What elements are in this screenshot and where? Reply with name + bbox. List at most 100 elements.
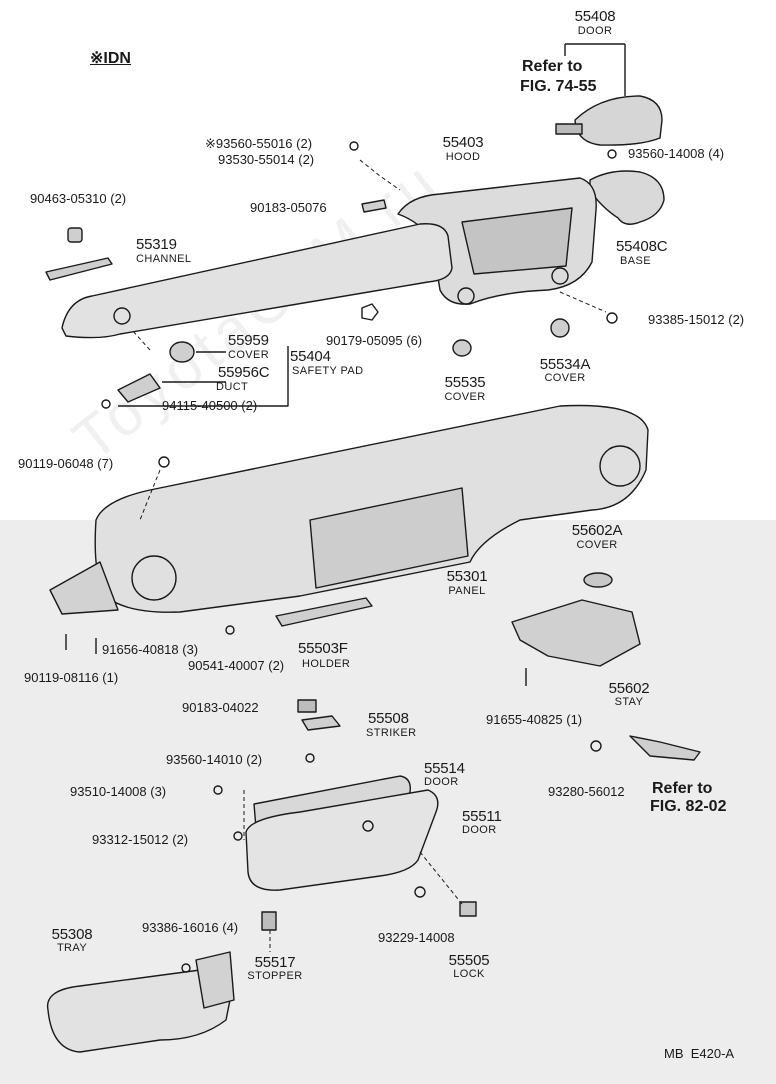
screw-93229-part bbox=[414, 886, 426, 898]
leader-55404-bracket bbox=[118, 346, 289, 407]
part-55535-name: COVER bbox=[444, 391, 486, 403]
cover-55535-part bbox=[452, 339, 472, 357]
stopper-55517-part bbox=[261, 911, 277, 931]
part-55408c-number: 55408C bbox=[616, 238, 668, 255]
refer-fig-82-02-line2: FIG. 82-02 bbox=[650, 798, 727, 815]
striker-55508-part bbox=[301, 715, 341, 731]
lock-55505-part bbox=[459, 901, 477, 917]
leader-dash-lock bbox=[419, 851, 463, 905]
hood-55403-vent-right bbox=[551, 267, 569, 285]
channel-55319-part bbox=[45, 257, 113, 281]
part-55503f-number: 55503F bbox=[298, 640, 348, 657]
clip-94115-part bbox=[101, 399, 111, 409]
part-55308-number: 55308 bbox=[51, 926, 93, 943]
holder-55503f-part bbox=[275, 597, 373, 627]
fastener-93280-56012: 93280-56012 bbox=[548, 784, 625, 799]
screw-93510-part bbox=[213, 785, 223, 795]
refer-fig-74-55-line1: Refer to bbox=[522, 58, 583, 75]
screw-93312-part bbox=[233, 831, 243, 841]
part-55408c-name: BASE bbox=[620, 255, 651, 267]
glovebox-55511-lock-hole bbox=[362, 820, 374, 832]
fastener-90463-05310: 90463-05310 (2) bbox=[30, 191, 127, 206]
part-55602-name: STAY bbox=[614, 696, 644, 708]
fastener-93385-15012: 93385-15012 (2) bbox=[648, 312, 745, 327]
leader-dash-stay bbox=[559, 291, 607, 313]
screw-93280-part bbox=[590, 740, 602, 752]
part-55517-number: 55517 bbox=[254, 954, 296, 971]
base-55408c-part bbox=[589, 170, 665, 225]
part-55301-name: PANEL bbox=[448, 585, 486, 597]
door-55408-insert bbox=[555, 123, 583, 135]
part-55535-number: 55535 bbox=[444, 374, 486, 391]
part-55602a-number: 55602A bbox=[571, 522, 623, 539]
part-55517-name: STOPPER bbox=[247, 970, 303, 982]
cover-55959-part bbox=[169, 341, 195, 363]
refer-fig-74-55-line2: FIG. 74-55 bbox=[520, 78, 597, 95]
part-55319-number: 55319 bbox=[136, 236, 177, 253]
part-55508-name: STRIKER bbox=[366, 727, 417, 739]
cover-55534a-part bbox=[550, 318, 570, 338]
part-55503f-name: HOLDER bbox=[302, 658, 351, 670]
part-55404-number: 55404 bbox=[290, 348, 331, 365]
screw-93386-part bbox=[181, 963, 191, 973]
part-55959-name: COVER bbox=[228, 349, 270, 361]
leader-dash-panel bbox=[139, 469, 161, 521]
part-55408-name: DOOR bbox=[577, 25, 613, 37]
part-55534a-number: 55534A bbox=[539, 356, 591, 373]
safety-pad-55404-vent bbox=[113, 307, 131, 325]
screw-93560-55016-part bbox=[349, 141, 359, 151]
screw-93385-part bbox=[606, 312, 618, 324]
part-55403-name: HOOD bbox=[445, 151, 481, 163]
fastener-93386-16016: 93386-16016 (4) bbox=[142, 920, 239, 935]
fastener-90183-05076: 90183-05076 bbox=[250, 200, 327, 215]
glovebox-door-55511-part bbox=[245, 789, 439, 891]
hood-55403-opening bbox=[461, 207, 573, 275]
screw-93560-14010-part bbox=[305, 753, 315, 763]
hood-55403-vent-left bbox=[457, 287, 475, 305]
tray-55308-stay bbox=[195, 951, 235, 1009]
fastener-94115-40500: 94115-40500 (2) bbox=[162, 398, 258, 413]
part-55404-name: SAFETY PAD bbox=[292, 365, 364, 377]
fastener-93229-14008: 93229-14008 bbox=[378, 930, 455, 945]
fastener-90119-08116: 90119-08116 (1) bbox=[24, 670, 119, 685]
door-55408-part bbox=[574, 95, 663, 146]
part-55319-name: CHANNEL bbox=[136, 253, 192, 265]
duct-55956c-part bbox=[117, 373, 161, 403]
part-55514-name: DOOR bbox=[424, 776, 459, 788]
fastener-90119-06048: 90119-06048 (7) bbox=[18, 456, 114, 471]
screw-90541-part bbox=[225, 625, 235, 635]
part-55534a-name: COVER bbox=[544, 372, 586, 384]
part-55408-number: 55408 bbox=[574, 8, 616, 25]
part-55602-number: 55602 bbox=[608, 680, 650, 697]
refer-fig-82-02-line1: Refer to bbox=[652, 780, 713, 797]
panel-55301-vent-right bbox=[599, 445, 641, 487]
bracket-fig82-part bbox=[629, 735, 701, 761]
figure-code: MB E420-A bbox=[664, 1046, 735, 1061]
fastener-91656-40818: 91656-40818 (3) bbox=[102, 642, 199, 657]
variant-label: ※IDN bbox=[90, 50, 131, 67]
part-55956c-name: DUCT bbox=[216, 381, 249, 393]
clip-90463-part bbox=[67, 227, 83, 243]
part-55602a-name: COVER bbox=[576, 539, 618, 551]
part-55505-name: LOCK bbox=[453, 968, 485, 980]
leader-fig74 bbox=[564, 43, 626, 96]
panel-55301-vent-left bbox=[131, 555, 177, 601]
fastener-90179-05095: 90179-05095 (6) bbox=[326, 333, 423, 348]
fastener-93312-15012: 93312-15012 (2) bbox=[92, 832, 189, 847]
cover-55602a-part bbox=[583, 572, 613, 588]
fastener-93560-14010: 93560-14010 (2) bbox=[166, 752, 263, 767]
tray-55308-part bbox=[46, 969, 233, 1053]
bolt-90119-06048-part bbox=[158, 456, 170, 468]
part-55514-number: 55514 bbox=[424, 760, 465, 777]
part-55301-number: 55301 bbox=[446, 568, 488, 585]
fastener-93560-55016: ※93560-55016 (2) bbox=[205, 136, 313, 151]
part-55511-number: 55511 bbox=[462, 808, 502, 825]
clip-90183-05076-part bbox=[361, 199, 387, 213]
part-55959-number: 55959 bbox=[228, 332, 269, 349]
fastener-91655-40825: 91655-40825 (1) bbox=[486, 712, 583, 727]
screw-93560-14008-part bbox=[607, 149, 617, 159]
part-55308-name: TRAY bbox=[56, 942, 88, 954]
fastener-93530-55014: 93530-55014 (2) bbox=[218, 152, 315, 167]
fastener-90541-40007: 90541-40007 (2) bbox=[188, 658, 285, 673]
